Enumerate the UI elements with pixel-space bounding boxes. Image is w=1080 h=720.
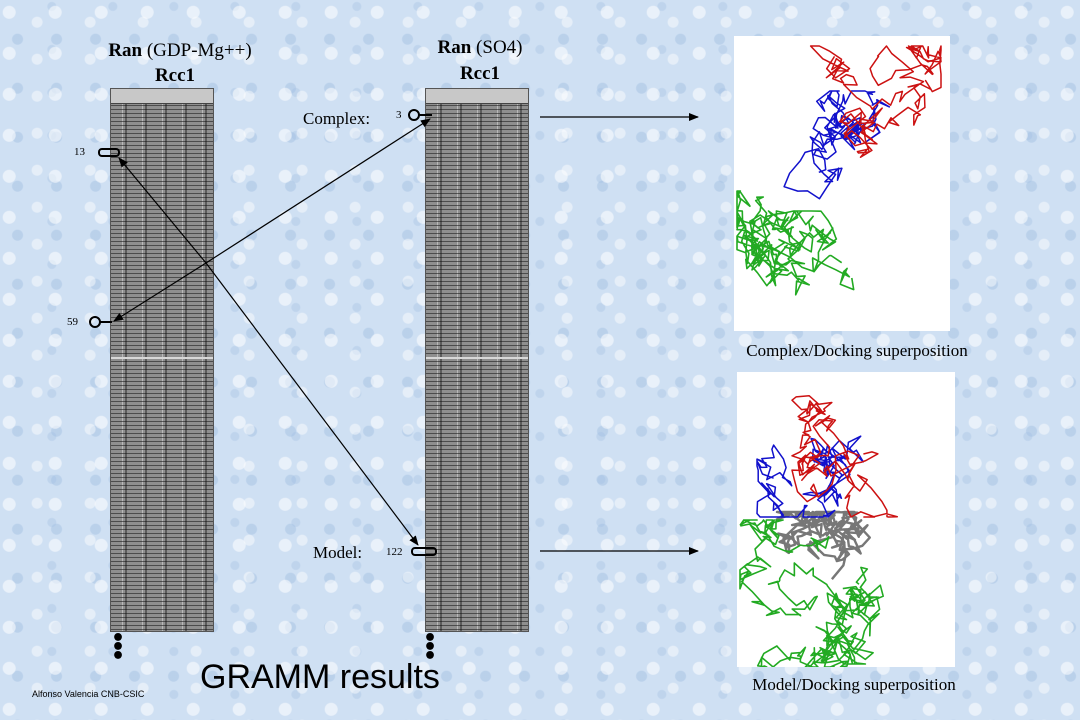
marker-59-label: 59: [67, 316, 78, 328]
model-molecule-render: [739, 394, 899, 668]
middle-title-bold: Ran: [437, 37, 472, 58]
marker-13-label: 13: [74, 146, 85, 158]
model-caption: Model/Docking superposition: [752, 675, 956, 694]
middle-table-header: [426, 89, 528, 104]
pin-model-icon: [411, 547, 437, 556]
green-chain-trace: [756, 584, 884, 668]
pin-13-icon: [98, 148, 120, 157]
middle-panel-subtitle: Rcc1: [415, 61, 545, 87]
green-chain-trace: [751, 210, 855, 291]
left-table-header: [111, 89, 213, 104]
middle-panel-title: Ran (SO4): [400, 35, 560, 61]
model-label: Model:: [313, 543, 363, 562]
middle-title-rest: (SO4): [476, 37, 523, 58]
pin-59-icon: [89, 316, 112, 328]
blue-chain-trace: [783, 90, 891, 200]
left-title-bold: Ran: [108, 40, 143, 61]
author-credit: Alfonso Valencia CNB-CSIC: [32, 689, 145, 699]
left-table-separator: [111, 357, 213, 359]
complex-number: 3: [396, 109, 402, 121]
gray-chain-trace: [775, 510, 872, 580]
left-results-table: [110, 88, 214, 632]
complex-label: Complex:: [303, 109, 371, 128]
red-chain-trace: [791, 394, 899, 518]
arrow-to-13: [118, 157, 207, 264]
arrow-to-59: [113, 262, 207, 322]
pin-complex-icon: [408, 109, 432, 121]
middle-table-separator: [426, 357, 528, 359]
arrow-to-complex: [205, 118, 431, 264]
blue-chain-trace: [756, 435, 864, 518]
page-title: GRAMM results: [200, 658, 440, 696]
left-title-rest: (GDP-Mg++): [146, 40, 252, 61]
middle-subtitle-text: Rcc1: [459, 63, 501, 84]
left-panel-subtitle: Rcc1: [110, 63, 240, 89]
red-chain-trace: [809, 45, 942, 158]
complex-superposition-image: [734, 36, 950, 331]
middle-results-table: [425, 88, 529, 632]
model-number: 122: [386, 546, 403, 558]
complex-caption: Complex/Docking superposition: [746, 341, 968, 360]
left-subtitle-text: Rcc1: [154, 65, 196, 86]
left-panel-title: Ran (GDP-Mg++): [80, 38, 280, 64]
model-superposition-image: [737, 372, 955, 668]
arrow-to-model: [205, 262, 419, 546]
complex-molecule-render: [736, 45, 942, 296]
green-chain-trace: [739, 519, 881, 665]
